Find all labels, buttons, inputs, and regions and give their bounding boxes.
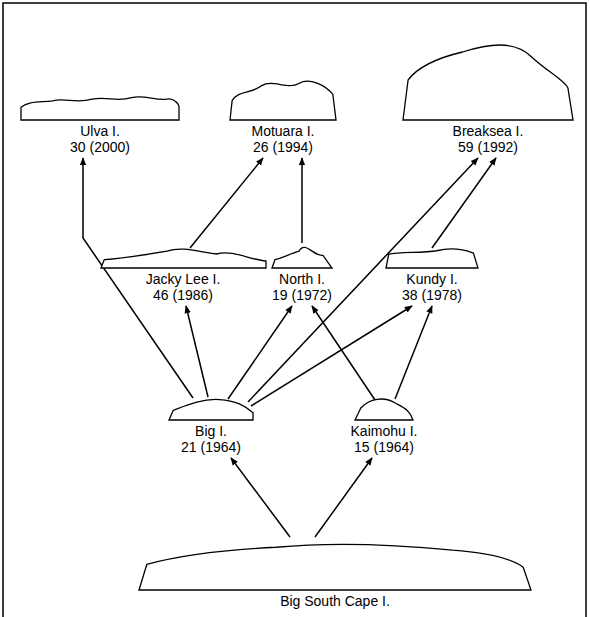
- island-name: North I.: [269, 271, 335, 287]
- colonisation-arrow: [186, 306, 208, 397]
- island-name: Ulva I.: [21, 123, 179, 139]
- island-outline: [101, 240, 266, 268]
- island-node: Jacky Lee I.46 (1986): [101, 240, 266, 303]
- island-count: 30 (2000): [21, 139, 179, 155]
- island-name: Motuara I.: [230, 123, 336, 139]
- island-node: Big I.21 (1964): [169, 396, 253, 455]
- island-count: 46 (1986): [101, 287, 266, 303]
- island-label: Jacky Lee I.46 (1986): [101, 271, 266, 303]
- colonisation-arrow: [228, 306, 292, 399]
- island-name: Breaksea I.: [403, 123, 573, 139]
- island-outline: [230, 77, 336, 120]
- colonisation-arrow: [395, 306, 432, 399]
- island-label: North I.19 (1972): [269, 271, 335, 303]
- island-node: Kundy I.38 (1978): [386, 245, 478, 303]
- island-name: Kundy I.: [386, 271, 478, 287]
- colonisation-arrow: [251, 306, 412, 406]
- island-name: Big I.: [169, 423, 253, 439]
- island-node: North I.19 (1972): [269, 240, 335, 303]
- island-outline: [355, 396, 413, 420]
- island-count: 21 (1964): [169, 439, 253, 455]
- island-node: Big South Cape I.: [139, 533, 531, 609]
- island-label: Ulva I.30 (2000): [21, 123, 179, 155]
- island-count: 59 (1992): [403, 139, 573, 155]
- island-count: 26 (1994): [230, 139, 336, 155]
- island-count: 19 (1972): [269, 287, 335, 303]
- colonisation-arrow: [315, 458, 372, 537]
- island-label: Big I.21 (1964): [169, 423, 253, 455]
- colonisation-arrow: [301, 158, 303, 243]
- island-outline: [169, 396, 253, 420]
- colonisation-arrow: [432, 158, 496, 248]
- island-name: Jacky Lee I.: [101, 271, 266, 287]
- island-node: Breaksea I.59 (1992): [403, 40, 573, 155]
- island-outline: [403, 40, 573, 120]
- island-count: 38 (1978): [386, 287, 478, 303]
- island-outline: [272, 240, 332, 268]
- island-label: Motuara I.26 (1994): [230, 123, 336, 155]
- island-label: Kundy I.38 (1978): [386, 271, 478, 303]
- island-node: Kaimohu I.15 (1964): [348, 396, 421, 455]
- colonisation-arrow: [312, 306, 375, 400]
- island-outline: [386, 245, 478, 268]
- colonisation-arrow: [248, 158, 478, 402]
- colonisation-arrow: [231, 458, 290, 537]
- island-label: Kaimohu I.15 (1964): [348, 423, 421, 455]
- island-node: Ulva I.30 (2000): [21, 88, 179, 155]
- island-label: Big South Cape I.: [139, 593, 531, 609]
- island-name: Big South Cape I.: [139, 593, 531, 609]
- island-label: Breaksea I.59 (1992): [403, 123, 573, 155]
- colonisation-arrow: [190, 158, 263, 248]
- island-outline: [21, 88, 179, 120]
- island-count: 15 (1964): [348, 439, 421, 455]
- island-node: Motuara I.26 (1994): [230, 77, 336, 155]
- island-outline: [139, 533, 531, 590]
- island-name: Kaimohu I.: [348, 423, 421, 439]
